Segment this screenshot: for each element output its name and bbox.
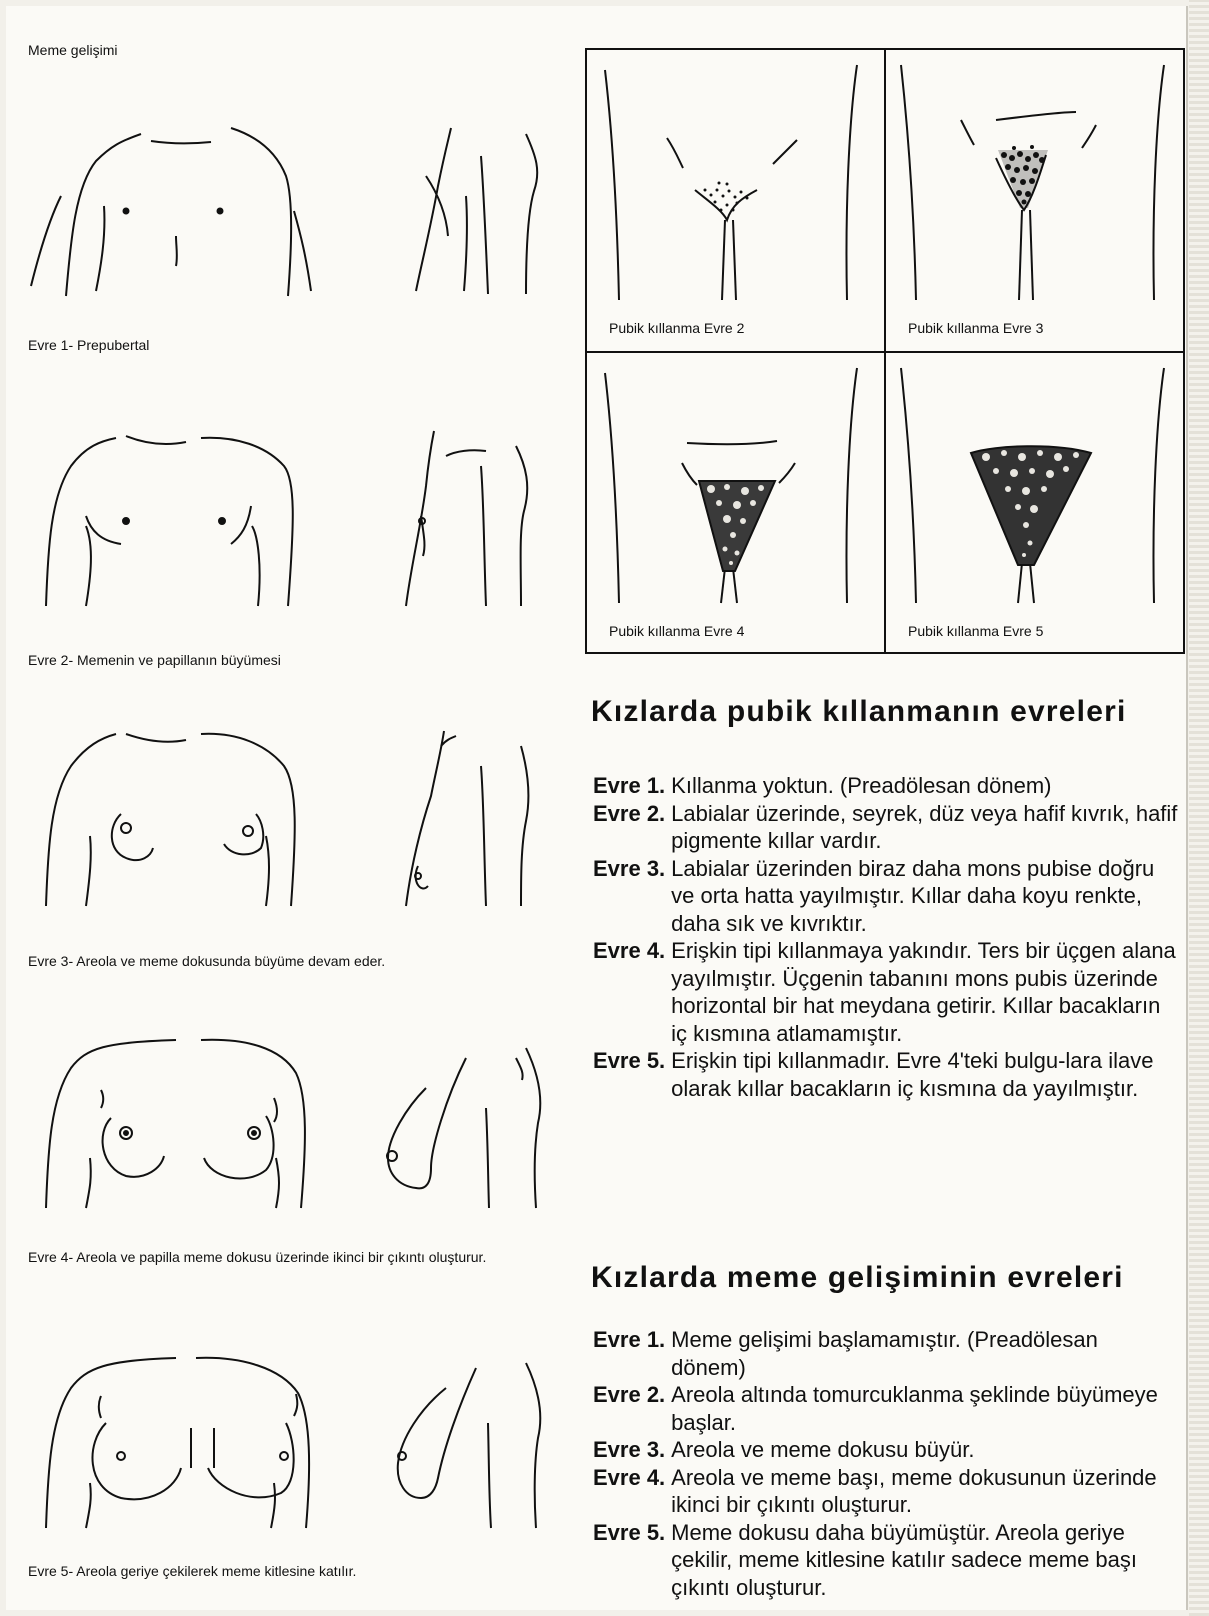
left-column-title: Meme gelişimi	[28, 42, 117, 59]
list-item: Evre 2. Areola altında tomurcuklanma şek…	[593, 1381, 1178, 1436]
list-item: Evre 4. Areola ve meme başı, meme dokusu…	[593, 1464, 1178, 1519]
breast-section-heading: Kızlarda meme gelişiminin evreleri	[591, 1258, 1186, 1298]
pubic-stage-5-panel: Pubik kıllanma Evre 5	[886, 353, 1184, 653]
pubic-stages-grid: Pubik kıllanma Evre 2	[585, 48, 1185, 654]
pubic-stage-2-caption: Pubik kıllanma Evre 2	[609, 320, 744, 336]
pubic-stage-3-panel: Pubik kıllanma Evre 3	[886, 50, 1184, 350]
list-item-label: Evre 3.	[593, 1436, 671, 1464]
list-item-text: Erişkin tipi kıllanmaya yakındır. Ters b…	[671, 937, 1178, 1047]
list-item-text: Meme gelişimi başlamamıştır. (Preadölesa…	[671, 1326, 1178, 1381]
page-edge-binding	[1189, 0, 1209, 1616]
breast-stage-3-illustration	[26, 716, 566, 916]
list-item-text: Areola ve meme dokusu büyür.	[671, 1436, 1178, 1464]
list-item-label: Evre 2.	[593, 1381, 671, 1436]
list-item-text: Kıllanma yoktun. (Preadölesan dönem)	[671, 772, 1178, 800]
list-item-text: Areola ve meme başı, meme dokusunun üzer…	[671, 1464, 1178, 1519]
document-page: Meme gelişimi Evre 1- Prepubertal	[6, 6, 1188, 1610]
list-item-label: Evre 5.	[593, 1519, 671, 1602]
list-item-label: Evre 2.	[593, 800, 671, 855]
list-item-label: Evre 4.	[593, 1464, 671, 1519]
breast-stage-5-caption: Evre 5- Areola geriye çekilerek meme kit…	[28, 1563, 356, 1580]
list-item-text: Labialar üzerinden biraz daha mons pubis…	[671, 855, 1178, 938]
pubic-stage-2-illustration	[587, 50, 885, 310]
pubic-section-heading: Kızlarda pubik kıllanmanın evreleri	[591, 692, 1181, 732]
pubic-stage-3-illustration	[886, 50, 1184, 310]
pubic-stage-list: Evre 1. Kıllanma yoktun. (Preadölesan dö…	[593, 772, 1178, 1102]
list-item-text: Meme dokusu daha büyümüştür. Areola geri…	[671, 1519, 1178, 1602]
list-item-text: Labialar üzerinde, seyrek, düz veya hafi…	[671, 800, 1178, 855]
pubic-stage-4-illustration	[587, 353, 885, 613]
pubic-stage-3-caption: Pubik kıllanma Evre 3	[908, 320, 1043, 336]
list-item: Evre 3. Areola ve meme dokusu büyür.	[593, 1436, 1178, 1464]
list-item-label: Evre 5.	[593, 1047, 671, 1102]
list-item: Evre 5. Erişkin tipi kıllanmadır. Evre 4…	[593, 1047, 1178, 1102]
breast-stage-list: Evre 1. Meme gelişimi başlamamıştır. (Pr…	[593, 1326, 1178, 1601]
list-item: Evre 4. Erişkin tipi kıllanmaya yakındır…	[593, 937, 1178, 1047]
breast-stage-5-illustration	[26, 1328, 566, 1538]
breast-stage-2-illustration	[26, 416, 566, 616]
list-item-label: Evre 4.	[593, 937, 671, 1047]
list-item: Evre 3. Labialar üzerinden biraz daha mo…	[593, 855, 1178, 938]
breast-stage-3-caption: Evre 3- Areola ve meme dokusunda büyüme …	[28, 953, 385, 970]
list-item-label: Evre 1.	[593, 772, 671, 800]
list-item-text: Erişkin tipi kıllanmadır. Evre 4'teki bu…	[671, 1047, 1178, 1102]
pubic-stage-5-caption: Pubik kıllanma Evre 5	[908, 623, 1043, 639]
breast-stage-4-caption: Evre 4- Areola ve papilla meme dokusu üz…	[28, 1249, 548, 1266]
list-item: Evre 1. Kıllanma yoktun. (Preadölesan dö…	[593, 772, 1178, 800]
list-item-label: Evre 1.	[593, 1326, 671, 1381]
pubic-stage-5-illustration	[886, 353, 1184, 613]
list-item: Evre 2. Labialar üzerinde, seyrek, düz v…	[593, 800, 1178, 855]
list-item-label: Evre 3.	[593, 855, 671, 938]
pubic-stage-4-caption: Pubik kıllanma Evre 4	[609, 623, 744, 639]
pubic-stage-4-panel: Pubik kıllanma Evre 4	[587, 353, 885, 653]
list-item: Evre 5. Meme dokusu daha büyümüştür. Are…	[593, 1519, 1178, 1602]
pubic-stage-2-panel: Pubik kıllanma Evre 2	[587, 50, 885, 350]
breast-stage-1-illustration	[26, 116, 566, 306]
breast-stage-4-illustration	[26, 1018, 566, 1218]
breast-development-column: Meme gelişimi Evre 1- Prepubertal	[6, 6, 566, 1606]
list-item-text: Areola altında tomurcuklanma şeklinde bü…	[671, 1381, 1178, 1436]
breast-stage-2-caption: Evre 2- Memenin ve papillanın büyümesi	[28, 652, 281, 669]
breast-stage-1-caption: Evre 1- Prepubertal	[28, 337, 149, 354]
list-item: Evre 1. Meme gelişimi başlamamıştır. (Pr…	[593, 1326, 1178, 1381]
